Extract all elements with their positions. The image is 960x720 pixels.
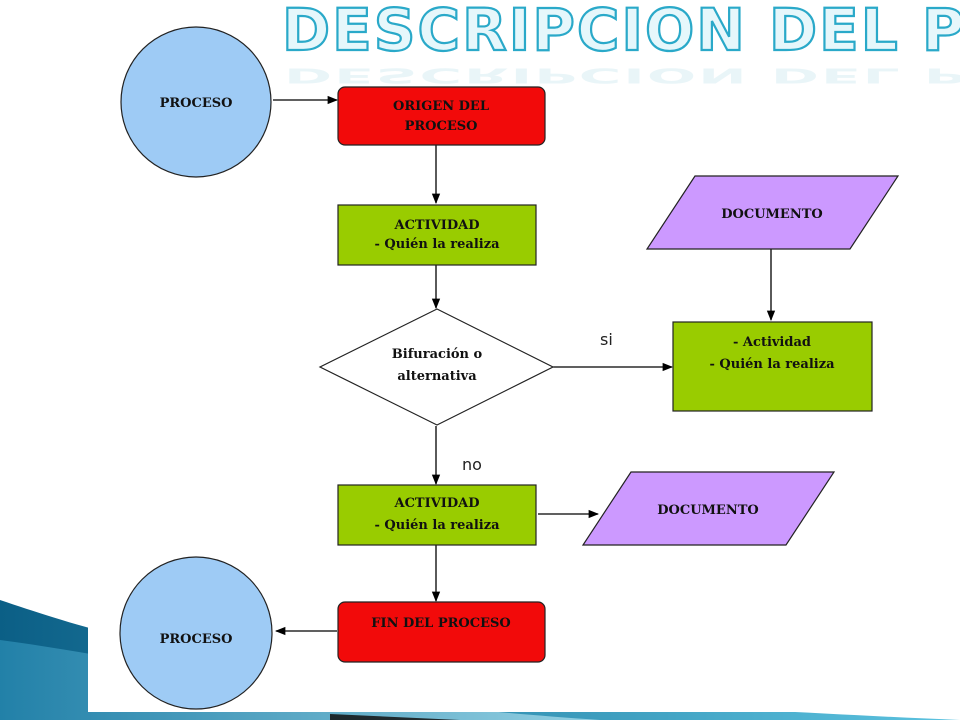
edge-label-no: no [462, 455, 482, 474]
node-bifurcacion: Bifuración o alternativa [318, 308, 555, 426]
svg-text:DESCRIPCION DEL PROCES: DESCRIPCION DEL PROCES [282, 0, 960, 64]
node-actividad-si-line-1: - Actividad [733, 335, 811, 350]
node-actividad-1-line-2: - Quién la realiza [375, 237, 501, 252]
node-documento-1-label: DOCUMENTO [721, 207, 822, 222]
edge-label-si: si [600, 330, 613, 349]
node-proceso-inicio: PROCESO [120, 26, 272, 178]
node-actividad-si-line-2: - Quién la realiza [710, 357, 836, 372]
node-bifurcacion-line-2: alternativa [397, 369, 477, 384]
node-documento-2: DOCUMENTO [581, 471, 836, 546]
flow-edges [273, 95, 776, 636]
node-actividad-2: ACTIVIDAD - Quién la realiza [337, 484, 537, 546]
node-documento-1: DOCUMENTO [645, 175, 900, 250]
node-actividad-1-line-1: ACTIVIDAD [394, 218, 480, 233]
svg-text:DESCRIPCION DEL PROCES: DESCRIPCION DEL PROCES [284, 63, 960, 86]
node-fin-label: FIN DEL PROCESO [371, 616, 510, 631]
slide-title: DESCRIPCION DEL PROCES DESCRIPCION DEL P… [281, 0, 960, 87]
node-origen-proceso: ORIGEN DEL PROCESO [337, 86, 546, 146]
node-fin-proceso: FIN DEL PROCESO [337, 601, 546, 663]
node-actividad-si: - Actividad - Quién la realiza [672, 321, 873, 412]
node-origen-line-1: ORIGEN DEL [393, 99, 489, 114]
node-proceso-inicio-label: PROCESO [160, 96, 233, 111]
node-proceso-fin-label: PROCESO [160, 632, 233, 647]
node-documento-2-label: DOCUMENTO [657, 503, 758, 518]
node-proceso-fin: PROCESO [119, 556, 273, 710]
node-origen-line-2: PROCESO [405, 119, 478, 134]
node-bifurcacion-line-1: Bifuración o [392, 347, 483, 362]
node-actividad-1: ACTIVIDAD - Quién la realiza [337, 204, 537, 266]
node-actividad-2-line-1: ACTIVIDAD [394, 496, 480, 511]
node-actividad-2-line-2: - Quién la realiza [375, 518, 501, 533]
